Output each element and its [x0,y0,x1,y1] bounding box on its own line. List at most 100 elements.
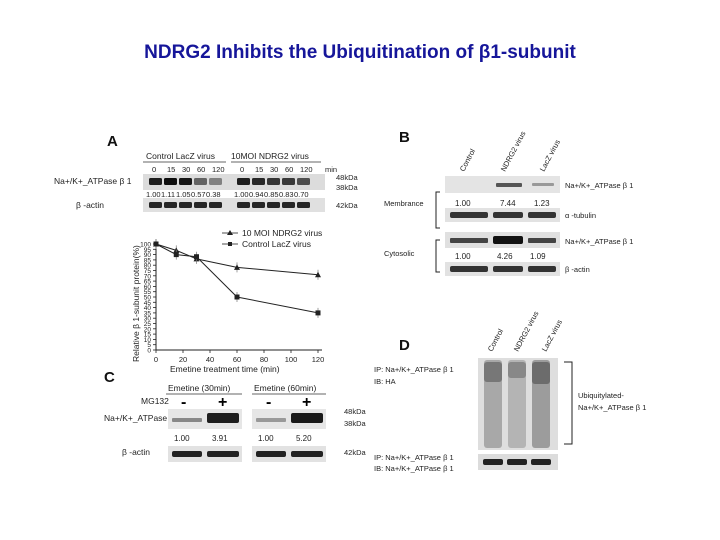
data-point [234,294,240,300]
a-actin-band [194,202,207,208]
y-tick-label: 100 [140,242,151,249]
b-membrane-label: Membrance [384,199,424,208]
a-beta1-band [179,178,192,185]
a-beta1-band [237,178,250,185]
data-point [315,271,321,278]
c-val-2: 3.91 [212,434,228,443]
a-actin-band [209,202,222,208]
c-sign-4: + [302,394,311,411]
a-time-label: 15 [255,165,263,174]
d-ub-label2: Na+/K+_ATPase β 1 [578,403,646,412]
x-tick-label: 80 [260,355,268,364]
chart-y-ticks: 0510152025303540455055606570758085909510… [140,242,156,355]
d-ip2-line1: IP: Na+/K+_ATPase β 1 [374,453,454,462]
d-ip-line1: IP: Na+/K+_ATPase β 1 [374,365,454,374]
c-sign-3: - [266,394,271,411]
a-actin-band [179,202,192,208]
data-point [234,264,240,270]
a-density-value: 1.11 [161,190,175,199]
legend-marker-control [228,242,232,246]
x-tick-label: 0 [154,355,158,364]
panel-b: B Control NDRG2 virus LacZ virus Na+/K+_… [384,129,633,276]
a-density-value: 0.94 [249,190,264,199]
b-cytosolic-label: Cytosolic [384,249,415,258]
b-cyto-val-1: 1.00 [455,252,471,261]
b-row-actin: β -actin [565,265,590,274]
c-emetine-30: Emetine (30min) [168,383,231,393]
chart-x-label: Emetine treatment time (min) [170,364,280,374]
a-time-label: 0 [240,165,244,174]
c-blot-actin-a [168,446,242,462]
c-row-actin-label: β -actin [122,447,150,457]
a-density-value: 1.05 [176,190,191,199]
panel-d-letter: D [399,337,410,354]
a-density-value: 0.70 [294,190,309,199]
x-tick-label: 120 [312,355,325,364]
c-val-1: 1.00 [174,434,190,443]
chart-legend: 10 MOI NDRG2 virus Control LacZ virus [222,228,322,249]
group-ndrg2-label: 10MOI NDRG2 virus [231,151,309,161]
c-val-3: 1.00 [258,434,274,443]
y-tick-label: 70 [144,273,152,280]
y-tick-label: 25 [144,321,152,328]
c-val-4: 5.20 [296,434,312,443]
x-tick-label: 20 [179,355,187,364]
a-beta1-band [164,178,177,185]
d-col-lacz: LacZ virus [540,318,564,353]
a-beta1-band [267,178,280,185]
a-density-value: 0.38 [206,190,221,199]
a-actin-band [237,202,250,208]
a-mw-42: 42kDa [336,201,359,210]
b-row-tubulin: α -tubulin [565,211,596,220]
a-beta1-band [194,178,207,185]
y-tick-label: 60 [144,284,152,291]
a-density-value: 1.00 [234,190,249,199]
b-mem-val-2: 7.44 [500,199,516,208]
y-tick-label: 20 [144,326,152,333]
a-mw-38: 38kDa [336,183,359,192]
x-tick-label: 60 [233,355,241,364]
data-point [153,241,159,247]
a-time-label: 30 [182,165,190,174]
y-tick-label: 90 [144,252,152,259]
a-time-label: 0 [152,165,156,174]
panel-c-letter: C [104,369,115,386]
time-unit-label: min [325,165,337,174]
panel-a: A Control LacZ virus 10MOI NDRG2 virus m… [54,133,359,374]
y-tick-label: 80 [144,263,152,270]
a-beta1-band [209,178,222,185]
a-row-actin-label: β -actin [76,200,104,210]
c-blot-actin-b [252,446,326,462]
y-tick-label: 35 [144,310,152,317]
a-actin-bands [149,202,310,208]
x-tick-label: 100 [285,355,298,364]
a-density-value: 1.00 [146,190,161,199]
b-col-control: Control [458,147,477,173]
a-time-label: 15 [167,165,175,174]
group-control-label: Control LacZ virus [146,151,215,161]
d-ub-label1: Ubiquitylated- [578,391,624,400]
a-beta1-band [149,178,162,185]
a-blot-actin [143,198,325,212]
c-sign-1: - [181,394,186,411]
b-mem-val-3: 1.23 [534,199,550,208]
d-col-ndrg2: NDRG2 virus [512,309,541,352]
a-time-label: 120 [300,165,313,174]
y-tick-label: 95 [144,247,152,254]
y-tick-label: 0 [147,348,151,355]
a-actin-band [297,202,310,208]
a-beta1-band [282,178,295,185]
y-tick-label: 75 [144,268,152,275]
a-mw-48: 48kDa [336,173,359,182]
y-tick-label: 45 [144,300,152,307]
y-tick-label: 65 [144,279,152,286]
a-beta1-band [297,178,310,185]
a-actin-band [164,202,177,208]
a-actin-band [267,202,280,208]
a-beta1-bands [149,178,310,185]
data-point [315,310,321,316]
y-tick-label: 55 [144,289,152,296]
y-tick-label: 15 [144,332,152,339]
